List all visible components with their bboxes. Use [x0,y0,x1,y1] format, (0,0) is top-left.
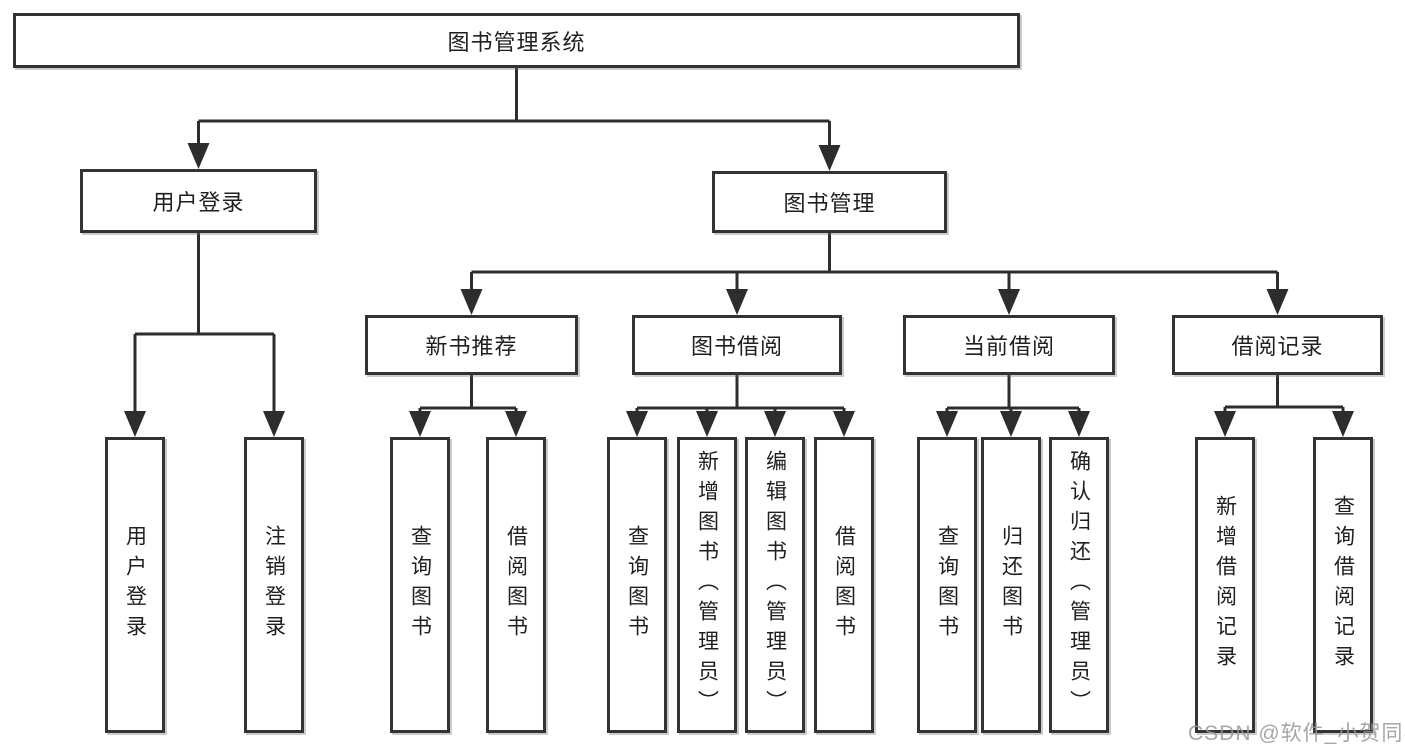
node-leaf-confirm-return-admin-label: 确认归还（管理员） [1067,450,1091,720]
arrowhead-icon [833,411,855,437]
arrowhead-icon [818,145,841,171]
arrowhead-icon [187,143,210,169]
node-current-borrow: 当前借阅 [903,315,1115,375]
node-leaf-user-login-label: 用户登录 [123,525,147,645]
node-book-borrow: 图书借阅 [632,315,842,375]
node-user-login: 用户登录 [80,169,317,233]
node-book-management: 图书管理 [712,171,947,233]
arrowhead-icon [998,289,1020,315]
node-new-book-recommend: 新书推荐 [365,315,578,375]
arrowhead-icon [409,411,431,437]
arrowhead-icon [1266,289,1289,315]
node-leaf-query-record: 查询借阅记录 [1313,437,1373,733]
node-leaf-borrow-query: 查询图书 [607,437,667,733]
node-leaf-borrow-add-admin: 新增图书（管理员） [677,437,737,733]
node-leaf-borrow-book: 借阅图书 [814,437,874,733]
node-leaf-confirm-return-admin: 确认归还（管理员） [1049,437,1109,733]
node-leaf-logout: 注销登录 [244,437,304,733]
node-leaf-borrow-edit-admin: 编辑图书（管理员） [745,437,805,733]
arrowhead-icon [764,411,786,437]
csdn-watermark: CSDN @软件_小贺同学 [1188,722,1405,745]
arrowhead-icon [505,411,527,437]
node-leaf-borrow-add-admin-label: 新增图书（管理员） [695,450,719,720]
arrowhead-icon [1214,411,1236,437]
node-leaf-borrow-query-label: 查询图书 [625,525,649,645]
node-leaf-borrow-edit-admin-label: 编辑图书（管理员） [763,450,787,720]
node-leaf-newbook-borrow: 借阅图书 [486,437,546,733]
node-leaf-return-book-label: 归还图书 [999,525,1023,645]
arrowhead-icon [1332,411,1354,437]
arrowhead-icon [936,411,958,437]
node-leaf-query-record-label: 查询借阅记录 [1331,495,1355,675]
arrowhead-icon [726,289,748,315]
node-leaf-return-book: 归还图书 [981,437,1041,733]
arrowhead-icon [1068,411,1090,437]
node-leaf-borrow-book-label: 借阅图书 [832,525,856,645]
node-leaf-logout-label: 注销登录 [262,525,286,645]
arrowheads [124,143,1354,437]
arrowhead-icon [263,411,285,437]
node-leaf-current-query-label: 查询图书 [935,525,959,645]
node-root-system: 图书管理系统 [13,13,1020,68]
node-leaf-newbook-query: 查询图书 [390,437,450,733]
arrowhead-icon [696,411,718,437]
arrowhead-icon [1000,411,1022,437]
node-borrow-records: 借阅记录 [1172,315,1383,375]
node-leaf-newbook-borrow-label: 借阅图书 [504,525,528,645]
arrowhead-icon [460,289,483,315]
arrowhead-icon [124,411,146,437]
arrowhead-icon [626,411,648,437]
node-leaf-user-login: 用户登录 [105,437,165,733]
node-leaf-add-record-label: 新增借阅记录 [1213,495,1237,675]
node-leaf-current-query: 查询图书 [917,437,977,733]
node-leaf-newbook-query-label: 查询图书 [408,525,432,645]
node-leaf-add-record: 新增借阅记录 [1195,437,1255,733]
